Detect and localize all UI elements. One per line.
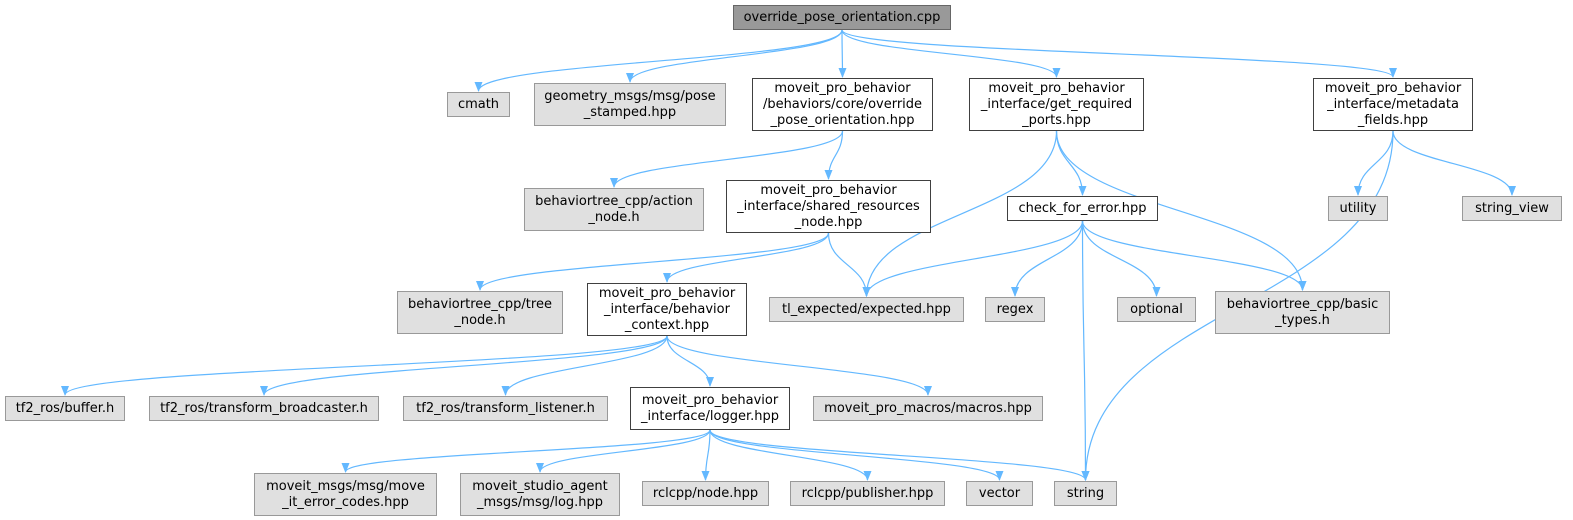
node-tf2-transform-listener[interactable]: tf2_ros/transform_listener.h [403, 396, 608, 421]
node-regex[interactable]: regex [985, 297, 1045, 322]
node-string-view[interactable]: string_view [1462, 196, 1562, 221]
node-rclcpp-node[interactable]: rclcpp/node.hpp [642, 481, 769, 506]
edge-override_hpp-to-shared_res [824, 130, 844, 180]
node-move-it-error-codes[interactable]: moveit_msgs/msg/move _it_error_codes.hpp [254, 473, 437, 516]
edge-logger-to-error_codes [341, 429, 711, 473]
edge-logger-to-rclcpp_node [701, 429, 711, 481]
node-moveit-pro-macros[interactable]: moveit_pro_macros/macros.hpp [813, 396, 1043, 421]
node-tl-expected[interactable]: tl_expected/expected.hpp [769, 297, 964, 322]
node-behavior-context[interactable]: moveit_pro_behavior _interface/behavior … [587, 283, 747, 336]
edge-check_error-to-optional [1081, 220, 1161, 297]
node-cmath[interactable]: cmath [447, 92, 510, 117]
edge-behavior_ctx-to-tf2_listener [501, 335, 668, 396]
edge-shared_res-to-behavior_ctx [663, 232, 830, 283]
edge-override_hpp-to-action_node [610, 130, 844, 188]
edge-get_required-to-basic_types [1055, 130, 1307, 291]
edge-metadata-to-string_view [1392, 130, 1516, 196]
node-optional[interactable]: optional [1117, 297, 1196, 322]
node-bt-tree-node[interactable]: behaviortree_cpp/tree _node.h [397, 291, 563, 334]
edge-logger-to-string [709, 429, 1090, 481]
edge-check_error-to-regex [1011, 220, 1084, 297]
node-tf2-transform-broadcaster[interactable]: tf2_ros/transform_broadcaster.h [149, 396, 379, 421]
edge-behavior_ctx-to-macros [666, 335, 932, 396]
edge-get_required-to-tl_expected [862, 130, 1058, 297]
edge-behavior_ctx-to-tf2_buffer [61, 335, 668, 396]
node-root-file[interactable]: override_pose_orientation.cpp [733, 5, 951, 30]
edge-shared_res-to-tree_node [476, 232, 830, 291]
edge-shared_res-to-tl_expected [827, 232, 871, 297]
edge-check_error-to-basic_types [1081, 220, 1307, 291]
edge-logger-to-vector [709, 429, 1004, 481]
edge-root-to-override_hpp [838, 29, 847, 78]
edge-check_error-to-string [1081, 220, 1090, 481]
node-string[interactable]: string [1054, 481, 1117, 506]
node-bt-basic-types[interactable]: behaviortree_cpp/basic _types.h [1215, 291, 1390, 334]
node-get-required-ports[interactable]: moveit_pro_behavior _interface/get_requi… [969, 78, 1144, 131]
node-utility[interactable]: utility [1328, 196, 1388, 221]
node-tf2-buffer[interactable]: tf2_ros/buffer.h [5, 396, 125, 421]
edge-metadata-to-utility [1354, 130, 1394, 196]
node-vector[interactable]: vector [966, 481, 1033, 506]
node-rclcpp-publisher[interactable]: rclcpp/publisher.hpp [790, 481, 945, 506]
edge-get_required-to-check_error [1055, 130, 1087, 196]
node-bt-action-node[interactable]: behaviortree_cpp/action _node.h [524, 188, 704, 231]
edge-root-to-geometry [626, 29, 843, 83]
node-check-for-error[interactable]: check_for_error.hpp [1007, 196, 1158, 221]
node-logger[interactable]: moveit_pro_behavior _interface/logger.hp… [630, 387, 790, 430]
edge-root-to-metadata [841, 29, 1397, 78]
edge-logger-to-agent_log [536, 429, 711, 473]
node-override-pose-orientation-hpp[interactable]: moveit_pro_behavior /behaviors/core/over… [752, 78, 933, 131]
node-geometry-msgs-pose-stamped[interactable]: geometry_msgs/msg/pose _stamped.hpp [534, 83, 726, 126]
edge-behavior_ctx-to-logger [666, 335, 714, 387]
edge-logger-to-rclcpp_pub [709, 429, 872, 481]
edge-check_error-to-tl_expected [862, 220, 1084, 297]
edge-root-to-get_required [841, 29, 1061, 78]
node-agent-msgs-log[interactable]: moveit_studio_agent _msgs/msg/log.hpp [460, 473, 620, 516]
node-shared-resources-node[interactable]: moveit_pro_behavior _interface/shared_re… [726, 180, 931, 233]
edge-behavior_ctx-to-tf2_broadcaster [260, 335, 668, 396]
node-metadata-fields[interactable]: moveit_pro_behavior _interface/metadata … [1313, 78, 1473, 131]
edge-root-to-cmath [474, 29, 843, 92]
